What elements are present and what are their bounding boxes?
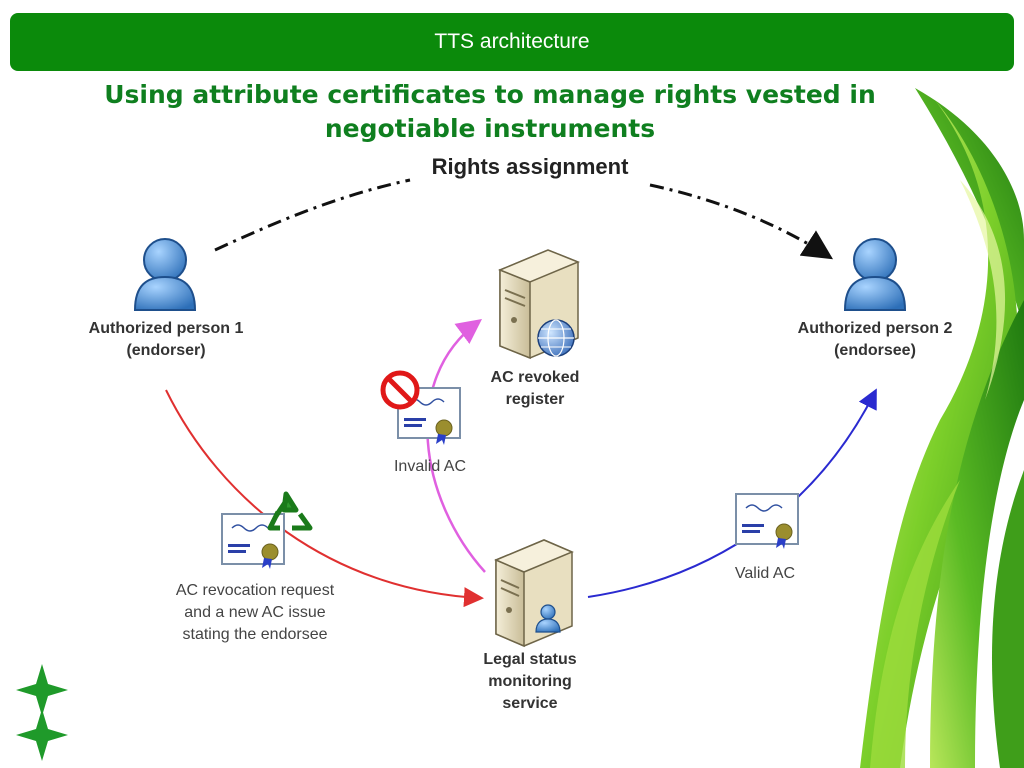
page-title: TTS architecture (434, 30, 590, 53)
person-icon-1 (133, 238, 197, 311)
revocation-request-arrow (165, 389, 484, 608)
revoked-register-label: AC revoked register (490, 369, 580, 408)
compass-star-logo (16, 664, 68, 716)
invalid-ac-label: Invalid AC (393, 458, 467, 475)
rights-assignment-label: Rights assignment (431, 154, 629, 179)
prohibited-icon (380, 370, 420, 410)
subtitle-line-1: Using attribute certificates to manage r… (104, 80, 876, 109)
title-bar: TTS architecture (10, 13, 1014, 71)
person-1-label: Authorized person 1 (endorser) (88, 320, 244, 359)
person-2-label: Authorized person 2 (endorsee) (797, 320, 953, 359)
compass-star-logo-2 (16, 709, 68, 761)
certificate-icon-valid (735, 493, 799, 549)
legal-status-label: Legal status monitoring service (483, 651, 577, 712)
person-icon-2 (843, 238, 907, 311)
valid-ac-label: Valid AC (734, 565, 796, 582)
revocation-request-label: AC revocation request and a new AC issue… (175, 582, 335, 643)
rights-assignment-arrow-left (214, 178, 411, 252)
recycle-icon (267, 491, 313, 531)
user-badge-icon (535, 604, 561, 633)
subtitle: Using attribute certificates to manage r… (40, 78, 940, 146)
subtitle-line-2: negotiable instruments (324, 114, 656, 143)
invalid-ac-arrow (426, 319, 486, 573)
server-icon-legal-status (494, 539, 574, 648)
globe-icon (537, 319, 575, 357)
